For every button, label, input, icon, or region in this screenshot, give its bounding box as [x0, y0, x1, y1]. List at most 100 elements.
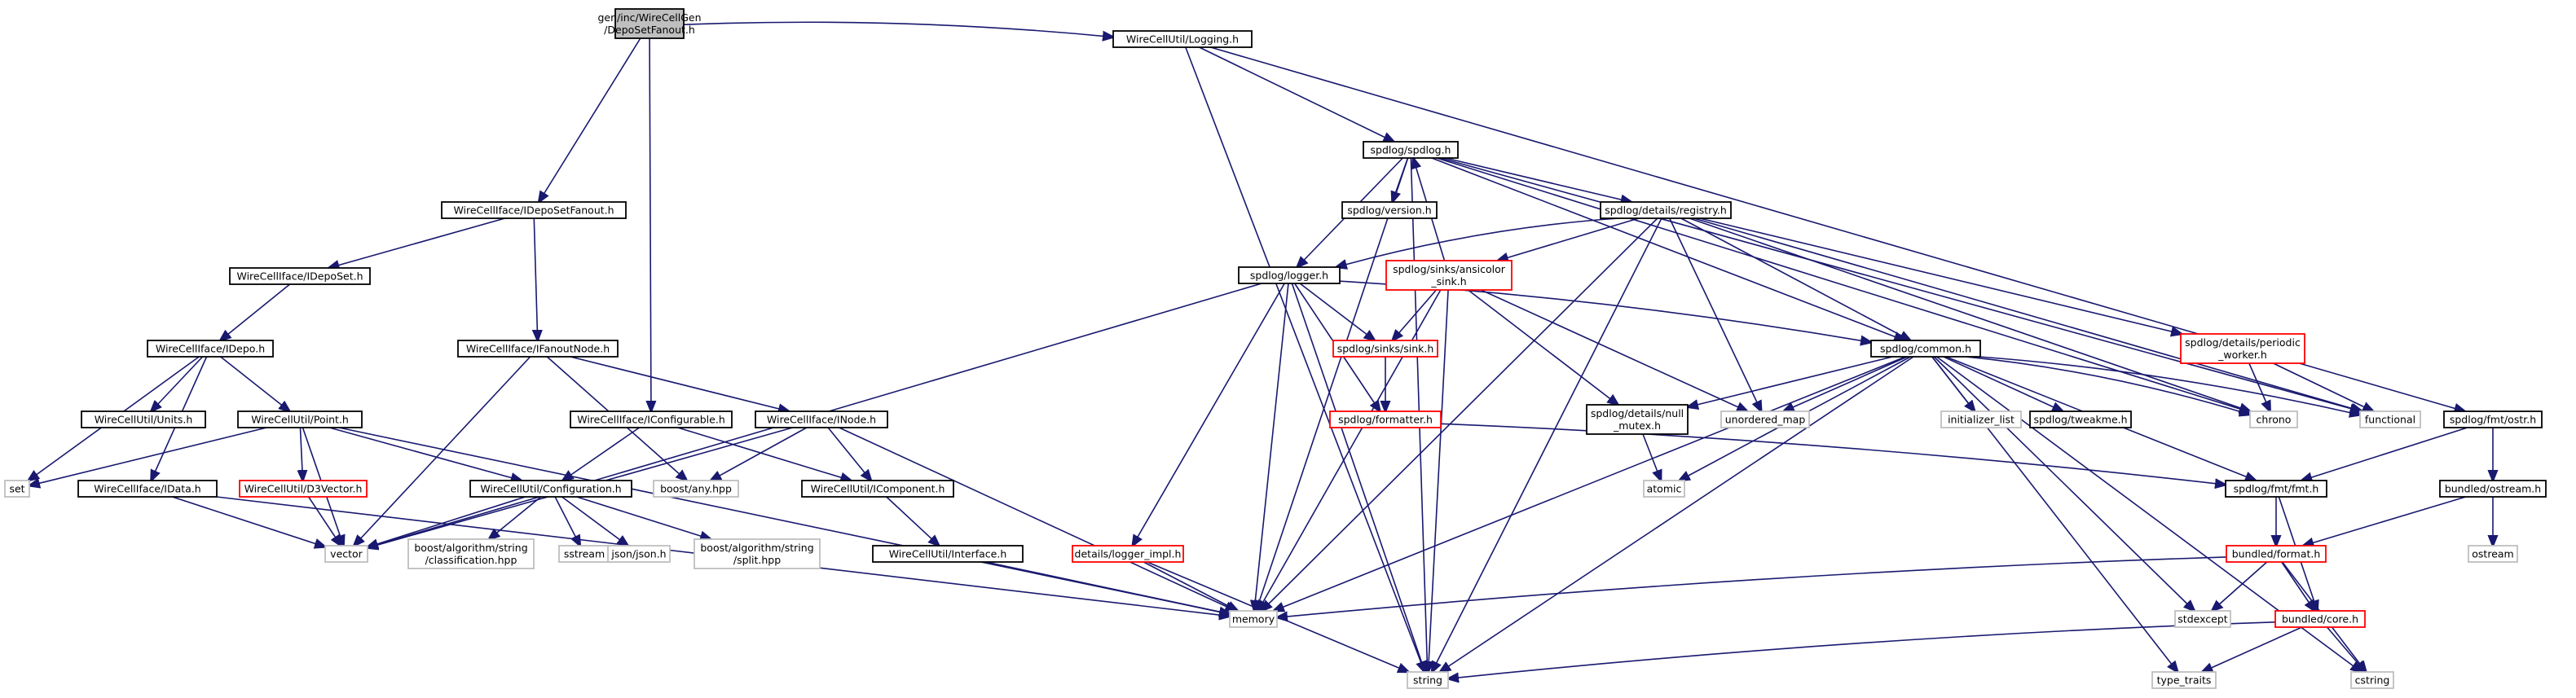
node-box-d3v — [239, 480, 368, 498]
node-label-logging-0: WireCellUtil/Logging.h — [1126, 33, 1239, 46]
node-label-chrono-0: chrono — [2257, 414, 2292, 426]
node-label-ostr-0: spdlog/fmt/ostr.h — [2450, 414, 2536, 426]
node-label-idset-0: WireCellIface/IDepoSet.h — [236, 270, 363, 283]
node-label-bany-0: boost/any.hpp — [660, 483, 732, 495]
node-root[interactable]: gen/inc/WireCellGen/DepoSetFanout.h — [597, 8, 702, 39]
node-ifan[interactable]: WireCellIface/IFanoutNode.h — [457, 340, 619, 358]
node-spdlog[interactable]: spdlog/spdlog.h — [1363, 141, 1459, 159]
edge-limpl-to-memory — [1143, 561, 1238, 611]
node-label-logger-0: spdlog/logger.h — [1250, 270, 1328, 282]
node-limpl[interactable]: details/logger_impl.h — [1072, 545, 1184, 563]
node-box-bclass — [407, 538, 535, 569]
edge-common-to-string — [1440, 356, 1914, 672]
edge-conf-to-bclass — [489, 496, 542, 539]
node-box-idata — [77, 480, 218, 498]
edge-bformat-to-stdexcept — [2212, 561, 2268, 611]
edge-iconf-to-conf — [562, 427, 640, 481]
edge-icomp-to-iface — [886, 496, 940, 546]
node-label-iconf-0: WireCellIface/IConfigurable.h — [577, 414, 725, 426]
edge-registry-to-umap — [1669, 217, 1762, 411]
node-registry[interactable]: spdlog/details/registry.h — [1600, 201, 1732, 219]
node-periodic[interactable]: spdlog/details/periodic_worker.h — [2180, 333, 2305, 364]
node-icomp[interactable]: WireCellUtil/IComponent.h — [801, 480, 954, 498]
node-box-inode — [755, 410, 888, 428]
node-label-fmth-0: spdlog/fmt/fmt.h — [2234, 483, 2319, 495]
node-box-bsplit — [694, 538, 821, 569]
node-tweakme[interactable]: spdlog/tweakme.h — [2029, 410, 2132, 428]
edge-conf-to-sstream — [554, 496, 580, 546]
edge-idsf-to-idset — [328, 217, 505, 268]
node-version[interactable]: spdlog/version.h — [1341, 201, 1438, 219]
edge-logger-to-limpl — [1133, 283, 1285, 546]
node-fmth[interactable]: spdlog/fmt/fmt.h — [2225, 480, 2327, 498]
node-idata[interactable]: WireCellIface/IData.h — [77, 480, 218, 498]
node-bcore[interactable]: bundled/core.h — [2274, 610, 2366, 628]
edge-formatter-to-fmth — [1440, 423, 2226, 485]
node-label-bclass-1: /classification.hpp — [425, 554, 517, 566]
node-ostr[interactable]: spdlog/fmt/ostr.h — [2443, 410, 2543, 428]
node-box-periodic — [2180, 333, 2305, 364]
node-box-logging — [1112, 30, 1253, 48]
node-label-tweakme-0: spdlog/tweakme.h — [2033, 414, 2127, 426]
node-cstring: cstring — [2350, 671, 2394, 689]
node-label-bostream-0: bundled/ostream.h — [2445, 483, 2541, 495]
node-conf[interactable]: WireCellUtil/Configuration.h — [469, 480, 632, 498]
node-units[interactable]: WireCellUtil/Units.h — [81, 410, 206, 428]
node-box-formatter — [1329, 410, 1442, 428]
node-box-vector — [324, 545, 368, 563]
node-label-initlist-0: initializer_list — [1948, 414, 2015, 426]
node-box-string — [1407, 671, 1449, 689]
node-ansicolor[interactable]: spdlog/sinks/ansicolor_sink.h — [1385, 260, 1513, 291]
node-label-icomp-0: WireCellUtil/IComponent.h — [811, 483, 945, 495]
node-label-umap-0: unordered_map — [1725, 414, 1806, 426]
node-label-ansicolor-1: _sink.h — [1430, 275, 1466, 288]
node-box-limpl — [1072, 545, 1184, 563]
node-idepo[interactable]: WireCellIface/IDepo.h — [147, 340, 274, 358]
node-label-functional-0: functional — [2365, 414, 2415, 426]
node-nullmutex[interactable]: spdlog/details/null_mutex.h — [1586, 404, 1689, 435]
node-formatter[interactable]: spdlog/formatter.h — [1329, 410, 1442, 428]
node-label-json-0: json/json.h — [610, 548, 666, 560]
node-idsf[interactable]: WireCellIface/IDepoSetFanout.h — [441, 201, 627, 219]
node-idset[interactable]: WireCellIface/IDepoSet.h — [229, 267, 371, 285]
edge-inode-to-bany — [711, 427, 808, 481]
node-bformat[interactable]: bundled/format.h — [2226, 545, 2327, 563]
edge-registry-to-string — [1432, 217, 1662, 672]
node-label-registry-0: spdlog/details/registry.h — [1605, 204, 1727, 217]
node-iconf[interactable]: WireCellIface/IConfigurable.h — [570, 410, 733, 428]
edge-spdlog-to-registry — [1445, 157, 1631, 202]
edge-spdlog-to-common — [1431, 157, 1904, 340]
edge-logger-to-sink — [1299, 283, 1375, 340]
node-string: string — [1407, 671, 1449, 689]
node-iface[interactable]: WireCellUtil/Interface.h — [872, 545, 1024, 563]
node-layer: gen/inc/WireCellGen/DepoSetFanout.hWireC… — [4, 8, 2547, 689]
edge-spdlog-to-chrono — [1436, 157, 2250, 412]
node-box-iconf — [570, 410, 733, 428]
node-d3v[interactable]: WireCellUtil/D3Vector.h — [239, 480, 368, 498]
node-initlist: initializer_list — [1940, 410, 2022, 428]
node-box-cstring — [2350, 671, 2394, 689]
node-common[interactable]: spdlog/common.h — [1870, 340, 1981, 358]
node-box-umap — [1720, 410, 1810, 428]
edge-point-to-d3v — [300, 427, 302, 481]
node-box-units — [81, 410, 206, 428]
node-sink[interactable]: spdlog/sinks/sink.h — [1332, 340, 1438, 358]
node-box-idsf — [441, 201, 627, 219]
edge-bformat-to-memory — [1277, 556, 2227, 617]
node-label-stdexcept-0: stdexcept — [2177, 613, 2227, 626]
edge-root-to-iconf — [650, 37, 651, 411]
edge-inode-to-icomp — [827, 427, 871, 481]
node-box-bany — [653, 480, 739, 498]
node-label-inode-0: WireCellIface/INode.h — [767, 414, 876, 426]
edge-bostream-to-bformat — [2303, 496, 2466, 546]
node-label-units-0: WireCellUtil/Units.h — [95, 414, 193, 426]
node-inode[interactable]: WireCellIface/INode.h — [755, 410, 888, 428]
node-bostream[interactable]: bundled/ostream.h — [2439, 480, 2547, 498]
node-logging[interactable]: WireCellUtil/Logging.h — [1112, 30, 1253, 48]
node-box-ostr — [2443, 410, 2543, 428]
node-label-typetraits-0: type_traits — [2157, 674, 2212, 687]
node-logger[interactable]: spdlog/logger.h — [1238, 266, 1341, 284]
edge-iconf-to-icomp — [677, 427, 852, 481]
node-point[interactable]: WireCellUtil/Point.h — [237, 410, 363, 428]
